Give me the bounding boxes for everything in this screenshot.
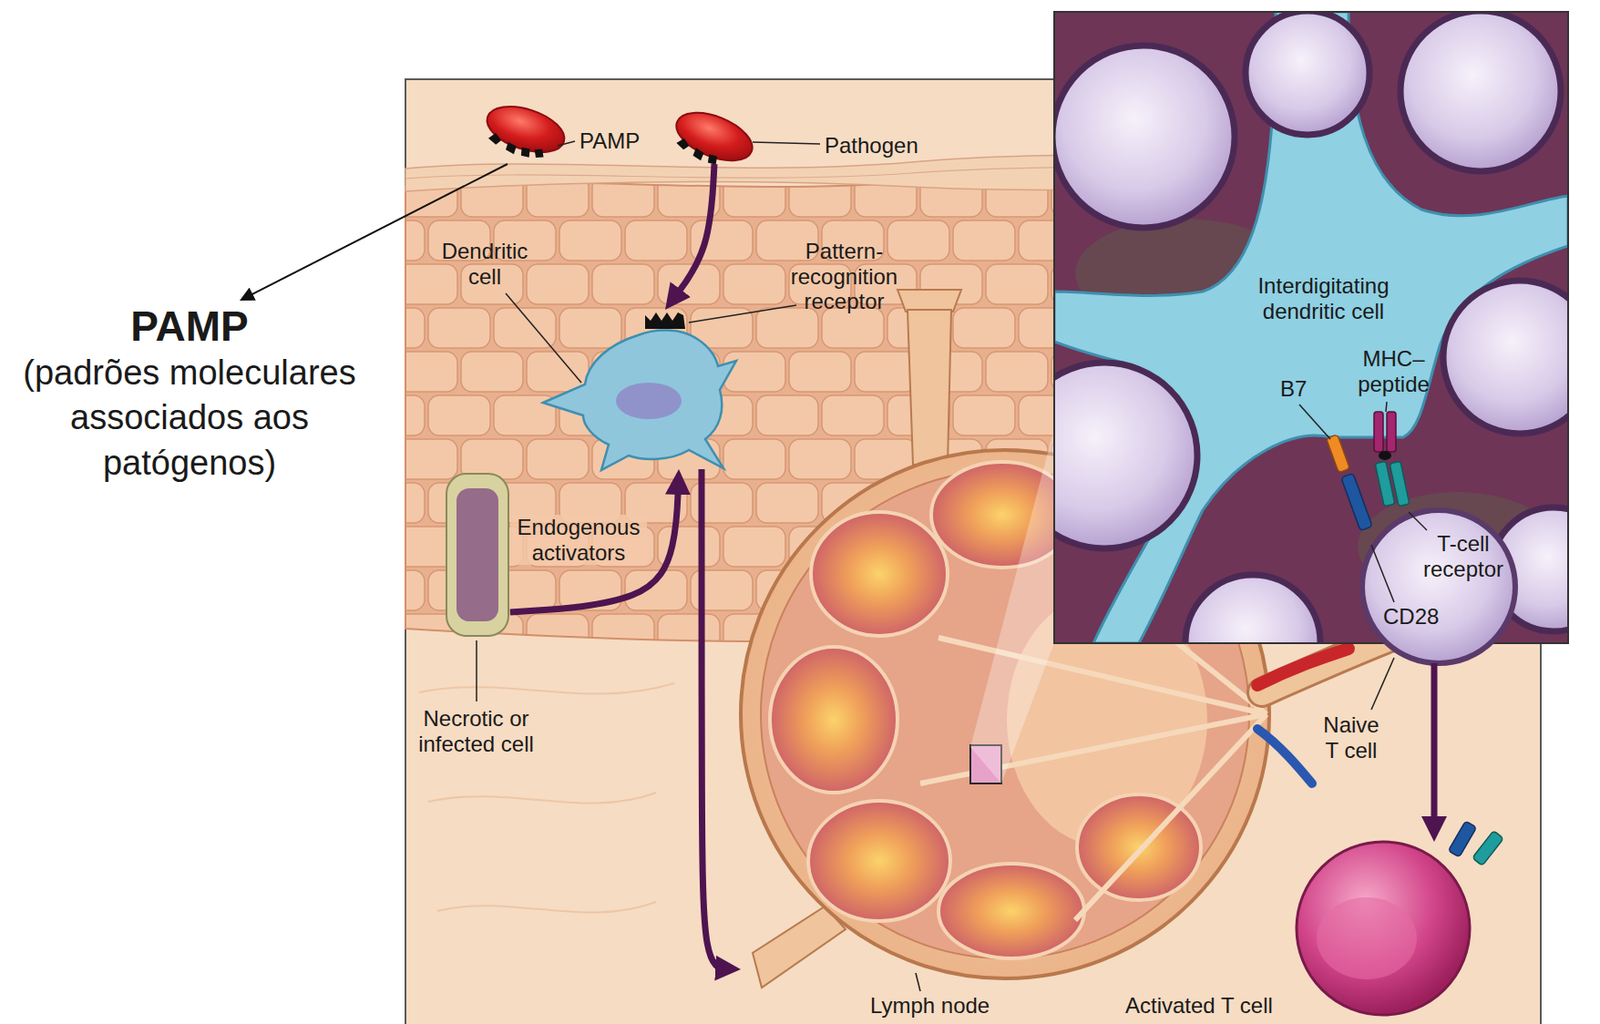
- tcr-molecule: [1389, 461, 1410, 506]
- lymphocyte: [1054, 362, 1198, 549]
- leader-line: [1408, 512, 1427, 531]
- pathogen: Pathogen: [678, 107, 939, 165]
- molecule-label: MHC–peptide: [1350, 346, 1437, 397]
- follicle: [938, 863, 1085, 959]
- peptide: [1378, 451, 1392, 461]
- receptor-symbol: [645, 312, 686, 329]
- b7-molecule: [1326, 434, 1351, 473]
- fibre: [419, 683, 675, 695]
- leader-line: [915, 973, 921, 992]
- lymphocyte: [1185, 574, 1321, 644]
- afferent-vessel: [897, 289, 962, 312]
- process-arrow: [1431, 663, 1438, 830]
- necrotic-cell-figure: [446, 473, 509, 636]
- node-label: PAMP: [7, 302, 372, 351]
- activated-t-cell: Activated T cell: [1296, 841, 1470, 1016]
- necrotic-core: [456, 488, 499, 622]
- follicle: [808, 800, 951, 922]
- molecule-label: B7: [1280, 376, 1307, 402]
- necrotic-cell: Necrotic or infected cell: [443, 471, 511, 638]
- node-label: PAMP: [579, 128, 640, 154]
- dendritic-cell-figure: [543, 329, 737, 471]
- node-label: Necrotic or infected cell: [410, 706, 543, 757]
- nucleus: [1316, 897, 1417, 980]
- lymphocyte: [1443, 280, 1569, 434]
- leader-line: [752, 142, 821, 144]
- zoom-wedge: [970, 428, 1055, 784]
- receptor-symbol: [1472, 830, 1504, 867]
- afferent-vessel: [752, 906, 846, 988]
- node-label: Dendritic cell: [430, 238, 540, 289]
- process-arrow: [672, 164, 715, 300]
- activated-t-cell-figure: [1296, 841, 1470, 1016]
- leader-line: [1371, 544, 1395, 603]
- lymph-node: Lymph node: [740, 450, 1270, 979]
- artery: [1257, 648, 1349, 686]
- pathogen-body: [669, 102, 759, 171]
- receptor-label: Pattern-recognition receptor: [787, 238, 902, 315]
- trabecula: [1075, 714, 1267, 921]
- follicle: [810, 512, 948, 636]
- fibre: [428, 792, 657, 804]
- fibre: [437, 902, 657, 913]
- pointer-arrow: [246, 164, 508, 298]
- nucleus: [615, 382, 682, 420]
- naive-t-cell: Naive T cell: [1362, 510, 1516, 664]
- node-label: Naive T cell: [1318, 712, 1385, 763]
- follicle: [1076, 794, 1201, 901]
- leader-line: [1385, 401, 1387, 412]
- follicle: [769, 646, 898, 793]
- pathogen-figure: [666, 102, 759, 177]
- pamp-definition: PAMP(padrões moleculares associados aos …: [7, 300, 372, 488]
- mhc-molecule: [1386, 411, 1396, 452]
- efferent-vessel: [1261, 637, 1390, 693]
- pathogen-figure: [479, 97, 571, 168]
- node-label: Interdigitating dendritic cell: [1248, 273, 1399, 324]
- leader-line: [1371, 657, 1395, 710]
- leader-line: [1299, 404, 1331, 440]
- leader-line: [505, 293, 582, 383]
- receptor-label: T-cell receptor: [1417, 531, 1509, 582]
- dermis-fibres: [419, 683, 675, 913]
- lymphocytes: [1054, 11, 1569, 644]
- pamp-molecules: [485, 131, 546, 164]
- node-body: (padrões moleculares associados aos pató…: [7, 350, 372, 486]
- node-label: Lymph node: [870, 993, 990, 1019]
- inset-panel: Interdigitating dendritic cell: [1054, 11, 1569, 644]
- vein: [1257, 728, 1313, 784]
- afferent-vessel: [907, 309, 952, 465]
- leader-line: [688, 305, 797, 323]
- lymphocyte: [1245, 11, 1370, 135]
- efferent-vessel: [1261, 637, 1390, 693]
- leader-line: [557, 141, 575, 146]
- receptor-symbol: [1447, 820, 1477, 858]
- lymphocyte: [1054, 45, 1235, 228]
- node-label: Activated T cell: [1125, 993, 1273, 1019]
- naive-t-cell-figure: [1362, 510, 1516, 664]
- leader-line: [475, 640, 478, 702]
- molecule-label: CD28: [1383, 604, 1439, 630]
- dendritic-cell: Dendritic cell: [539, 309, 734, 470]
- mhc-molecule: [1374, 411, 1384, 452]
- pamp-molecules: [673, 135, 720, 166]
- lymphocyte: [1400, 11, 1561, 172]
- process-arrow: [510, 482, 679, 613]
- inset-illustration: [1054, 11, 1569, 644]
- cd28-molecule: [1341, 472, 1373, 531]
- pathogen-with-pamp: PAMP: [482, 102, 657, 165]
- edge-label: Endogenous activators: [510, 514, 647, 565]
- node-label: Pathogen: [824, 133, 919, 159]
- process-arrow: [701, 469, 729, 969]
